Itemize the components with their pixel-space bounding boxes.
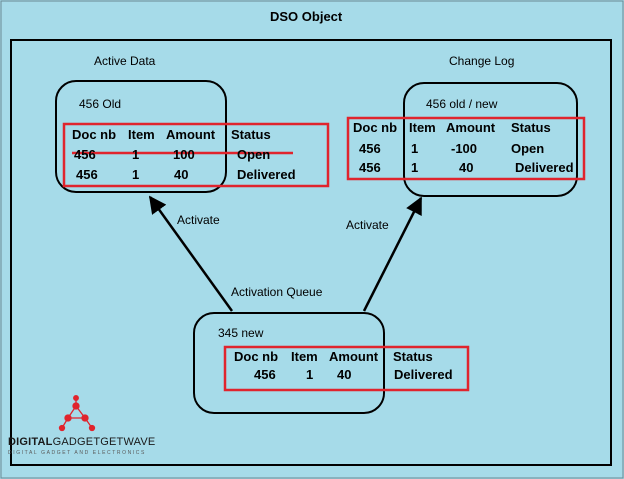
active-data-subtitle: 456 Old bbox=[79, 97, 122, 111]
queue-row-1-item: 1 bbox=[306, 367, 314, 382]
queue-header-doc: Doc nb bbox=[234, 349, 279, 364]
change-log-label: Change Log bbox=[449, 54, 515, 68]
change-log-box bbox=[403, 82, 578, 197]
activate-arrow-right bbox=[362, 196, 423, 312]
changelog-header-amount: Amount bbox=[446, 120, 496, 135]
active-row-2-amount: 40 bbox=[174, 167, 189, 182]
queue-row-1-amount: 40 bbox=[337, 367, 352, 382]
activation-queue-box bbox=[193, 312, 385, 414]
active-data-highlight bbox=[62, 122, 330, 188]
logo-wordmark: DIGITALGADGETGETWAVE bbox=[8, 436, 155, 448]
changelog-row-1-amount: -100 bbox=[451, 141, 478, 156]
active-row-2-item: 1 bbox=[132, 167, 140, 182]
active-row-2-doc: 456 bbox=[76, 167, 98, 182]
changelog-header-item: Item bbox=[409, 120, 436, 135]
logo-brand-bold: DIGITAL bbox=[8, 436, 53, 448]
logo-molecule-icon bbox=[58, 395, 96, 432]
change-log-highlight bbox=[346, 116, 586, 181]
activate-label-left: Activate bbox=[177, 213, 220, 227]
changelog-header-doc: Doc nb bbox=[353, 120, 398, 135]
active-row-1-item: 1 bbox=[132, 147, 140, 162]
active-header-item: Item bbox=[128, 127, 155, 142]
queue-header-amount: Amount bbox=[329, 349, 379, 364]
changelog-row-2-doc: 456 bbox=[359, 160, 381, 175]
activation-queue-highlight bbox=[223, 345, 470, 392]
queue-row-1-status: Delivered bbox=[394, 367, 453, 382]
diagram-title: DSO Object bbox=[270, 9, 343, 24]
queue-header-item: Item bbox=[291, 349, 318, 364]
changelog-row-1-doc: 456 bbox=[359, 141, 381, 156]
changelog-row-2-status: Delivered bbox=[515, 160, 574, 175]
active-row-1-status: Open bbox=[237, 147, 271, 162]
active-row-2-status: Delivered bbox=[237, 167, 296, 182]
logo-brand-rest: GADGETGETWAVE bbox=[52, 436, 156, 448]
changelog-row-2-amount: 40 bbox=[459, 160, 474, 175]
activation-queue-label: Activation Queue bbox=[231, 285, 323, 299]
changelog-row-1-item: 1 bbox=[411, 141, 419, 156]
dso-object-frame bbox=[10, 39, 612, 466]
active-header-status: Status bbox=[231, 127, 271, 142]
activation-queue-subtitle: 345 new bbox=[218, 326, 264, 340]
activate-label-right: Activate bbox=[346, 218, 389, 232]
active-header-doc: Doc nb bbox=[72, 127, 117, 142]
changelog-header-status: Status bbox=[511, 120, 551, 135]
queue-row-1-doc: 456 bbox=[254, 367, 276, 382]
active-data-box bbox=[55, 80, 227, 193]
queue-header-status: Status bbox=[393, 349, 433, 364]
logo-tagline: DIGITAL GADGET AND ELECTRONICS bbox=[8, 450, 146, 456]
change-log-subtitle: 456 old / new bbox=[426, 97, 498, 111]
activate-arrow-left bbox=[148, 195, 234, 312]
active-header-amount: Amount bbox=[166, 127, 216, 142]
active-data-label: Active Data bbox=[94, 54, 156, 68]
changelog-row-1-status: Open bbox=[511, 141, 545, 156]
active-row-1-amount: 100 bbox=[173, 147, 195, 162]
active-row-1-doc: 456 bbox=[74, 147, 96, 162]
changelog-row-2-item: 1 bbox=[411, 160, 419, 175]
